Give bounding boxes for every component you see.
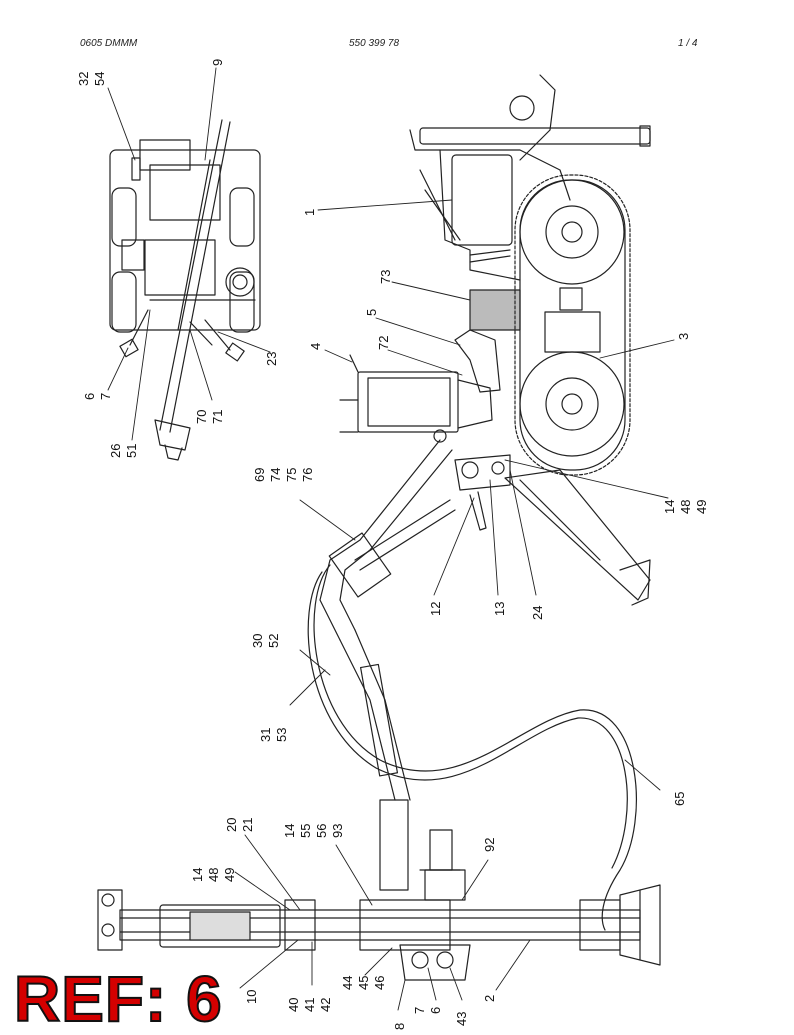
callout-6-7-line-1: 6 — [82, 393, 97, 400]
callout-65-line-1: 65 — [672, 792, 687, 806]
callout-13-line-1: 13 — [492, 602, 507, 616]
callout-26-51-line-1: 26 — [108, 444, 123, 458]
ref-badge: REF: 6 — [13, 963, 223, 1035]
callout-32-54-line-1: 32 — [76, 72, 91, 86]
callout-13: 13 — [492, 602, 507, 616]
callout-5: 5 — [364, 309, 379, 316]
callout-40-41-42-line-3: 42 — [318, 998, 333, 1012]
callout-26-51-line-2: 51 — [124, 444, 139, 458]
callout-70-71-line-1: 70 — [194, 410, 209, 424]
callout-14-48-49-lower-line-3: 49 — [222, 868, 237, 882]
callout-30-52-line-1: 30 — [250, 634, 265, 648]
callout-23-line-1: 23 — [264, 352, 279, 366]
callout-72: 72 — [376, 336, 391, 350]
callout-44-45-46-line-1: 44 — [340, 976, 355, 990]
callout-1: 1 — [302, 209, 317, 216]
callout-43: 43 — [454, 1012, 469, 1026]
callout-23: 23 — [264, 352, 279, 366]
callout-4: 4 — [308, 343, 323, 350]
header-doc-code: 0605 DMMM — [80, 38, 138, 49]
callout-7-6-line-1: 7 — [412, 1007, 427, 1014]
callout-9-line-1: 9 — [210, 59, 225, 66]
callout-2: 2 — [482, 995, 497, 1002]
top-view-machine — [109, 119, 261, 461]
callout-12: 12 — [428, 602, 443, 616]
callout-24-line-1: 24 — [530, 606, 545, 620]
callout-14-48-49-upper-line-3: 49 — [694, 500, 709, 514]
callout-8-line-1: 8 — [392, 1023, 407, 1030]
callout-14-48-49-lower-line-2: 48 — [206, 868, 221, 882]
callout-31-53-line-2: 53 — [274, 728, 289, 742]
callout-69-74-75-76-line-1: 69 — [252, 468, 267, 482]
callout-3-line-1: 3 — [676, 333, 691, 340]
callout-20-21-line-2: 21 — [240, 818, 255, 832]
callout-44-45-46-line-2: 45 — [356, 976, 371, 990]
callout-65: 65 — [672, 792, 687, 806]
callout-92-line-1: 92 — [482, 838, 497, 852]
header-part-number: 550 399 78 — [349, 38, 400, 49]
callout-10: 10 — [244, 990, 259, 1004]
callout-6-7-line-2: 7 — [98, 393, 113, 400]
callout-12-line-1: 12 — [428, 602, 443, 616]
callout-14-55-56-93-line-3: 56 — [314, 824, 329, 838]
callout-92: 92 — [482, 838, 497, 852]
callout-69-74-75-76-line-4: 76 — [300, 468, 315, 482]
callout-3: 3 — [676, 333, 691, 340]
callout-14-48-49-lower-line-1: 14 — [190, 868, 205, 882]
callout-72-line-1: 72 — [376, 336, 391, 350]
callout-9: 9 — [210, 59, 225, 66]
header-page-indicator: 1 / 4 — [678, 38, 698, 49]
callout-43-line-1: 43 — [454, 1012, 469, 1026]
callout-4-line-1: 4 — [308, 343, 323, 350]
callout-73: 73 — [378, 270, 393, 284]
callout-69-74-75-76-line-2: 74 — [268, 468, 283, 482]
main-side-view — [97, 74, 661, 981]
callout-14-55-56-93-line-1: 14 — [282, 824, 297, 838]
callout-40-41-42-line-1: 40 — [286, 998, 301, 1012]
callout-14-55-56-93-line-4: 93 — [330, 824, 345, 838]
callout-14-48-49-upper-line-2: 48 — [678, 500, 693, 514]
callout-44-45-46-line-3: 46 — [372, 976, 387, 990]
callout-8: 8 — [392, 1023, 407, 1030]
callout-10-line-1: 10 — [244, 990, 259, 1004]
callout-73-line-1: 73 — [378, 270, 393, 284]
callout-5-line-1: 5 — [364, 309, 379, 316]
callout-leaders — [107, 67, 675, 1011]
callout-24: 24 — [530, 606, 545, 620]
callout-30-52-line-2: 52 — [266, 634, 281, 648]
callout-70-71-line-2: 71 — [210, 410, 225, 424]
callout-32-54-line-2: 54 — [92, 72, 107, 86]
callout-20-21-line-1: 20 — [224, 818, 239, 832]
callout-1-line-1: 1 — [302, 209, 317, 216]
callout-31-53-line-1: 31 — [258, 728, 273, 742]
callout-14-55-56-93-line-2: 55 — [298, 824, 313, 838]
callout-2-line-1: 2 — [482, 995, 497, 1002]
callout-69-74-75-76-line-3: 75 — [284, 468, 299, 482]
callout-7-6-line-2: 6 — [428, 1007, 443, 1014]
callout-40-41-42-line-2: 41 — [302, 998, 317, 1012]
callout-14-48-49-upper-line-1: 14 — [662, 500, 677, 514]
